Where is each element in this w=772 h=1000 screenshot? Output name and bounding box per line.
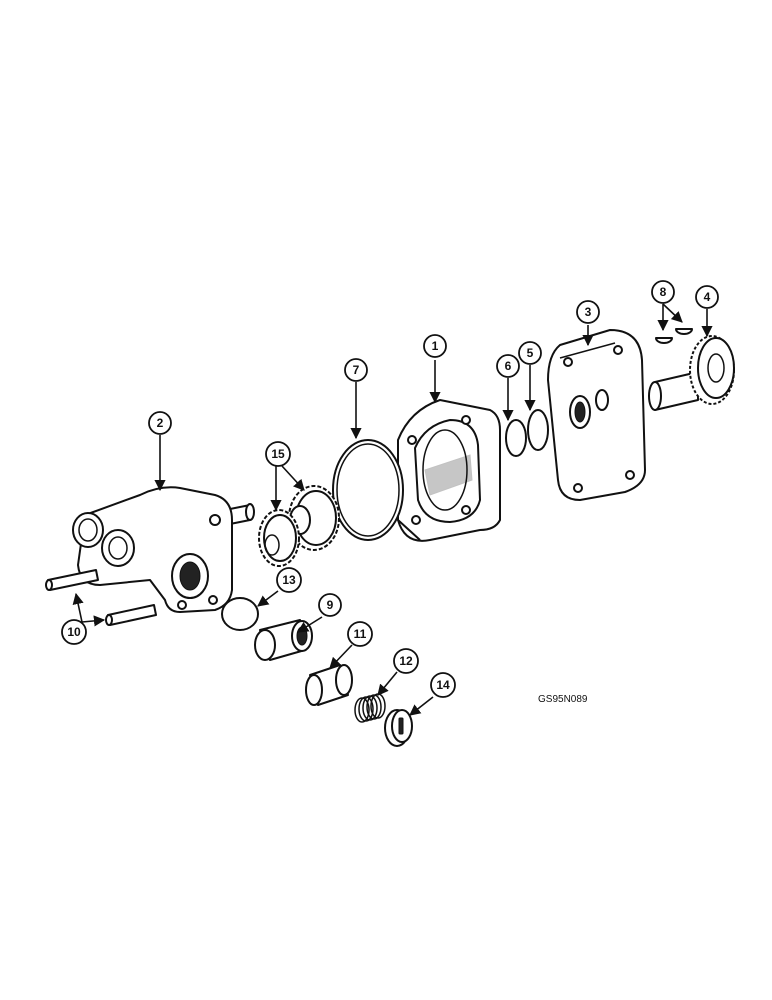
callout-5-label: 5	[527, 346, 534, 360]
drive-gear-shaft-part	[648, 335, 735, 411]
callout-14-label: 14	[436, 678, 450, 692]
relief-valve-spring-part	[354, 693, 386, 723]
leader-lines	[72, 303, 713, 716]
callout-14: 14	[430, 672, 456, 698]
callout-1-label: 1	[432, 339, 439, 353]
dowel-pins-part	[45, 569, 157, 626]
callout-6: 6	[496, 354, 520, 378]
callout-10: 10	[61, 619, 87, 645]
callout-2-label: 2	[157, 416, 164, 430]
callout-11-label: 11	[354, 627, 367, 641]
pump-body-part	[397, 399, 501, 542]
callout-12-label: 12	[399, 654, 413, 668]
callout-15-label: 15	[271, 447, 285, 461]
callout-4: 4	[695, 285, 719, 309]
plug-part	[384, 709, 413, 747]
callout-12: 12	[393, 648, 419, 674]
callout-1: 1	[423, 334, 447, 358]
relief-valve-sleeve-part	[254, 619, 313, 661]
woodruff-keys-part	[655, 328, 693, 344]
callout-3: 3	[576, 300, 600, 324]
callout-8: 8	[651, 280, 675, 304]
callout-13-label: 13	[282, 573, 296, 587]
callout-5: 5	[518, 341, 542, 365]
callout-6-label: 6	[505, 359, 512, 373]
cover-plate-part	[547, 329, 646, 501]
o-ring-large-part	[332, 439, 404, 541]
callout-11: 11	[347, 621, 373, 647]
seal-rings-part	[505, 409, 549, 457]
callout-13: 13	[276, 567, 302, 593]
pump-gears-part	[258, 485, 340, 567]
callout-9: 9	[318, 593, 342, 617]
callout-9-label: 9	[327, 598, 334, 612]
callout-7: 7	[344, 358, 368, 382]
callout-15: 15	[265, 441, 291, 467]
callout-7-label: 7	[353, 363, 360, 377]
callout-4-label: 4	[704, 290, 711, 304]
callout-10-label: 10	[67, 625, 81, 639]
callout-8-label: 8	[660, 285, 667, 299]
sleeve-o-ring-part	[221, 597, 259, 631]
relief-valve-plunger-part	[305, 664, 353, 706]
figure-code: GS95N089	[538, 694, 588, 705]
callout-2: 2	[148, 411, 172, 435]
pump-housing-part	[72, 486, 255, 613]
callout-3-label: 3	[585, 305, 592, 319]
